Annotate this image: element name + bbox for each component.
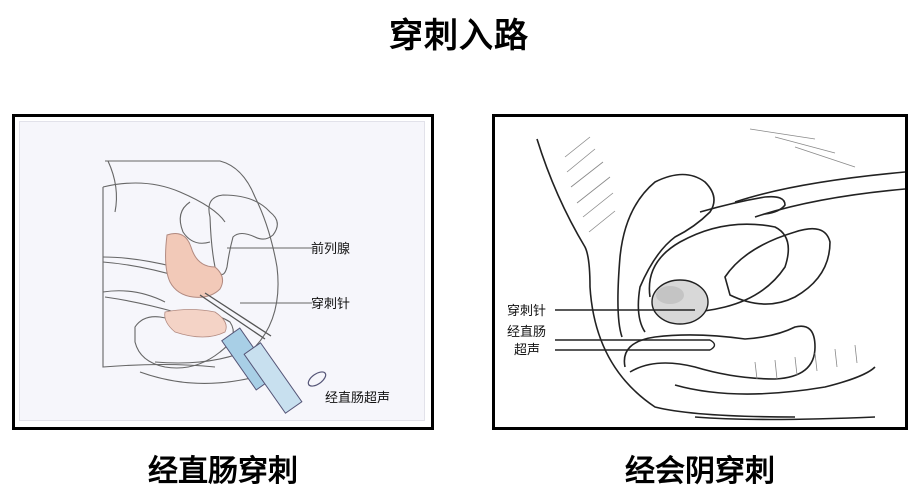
- label-transrectal-ultrasound: 经直肠超声: [325, 391, 391, 406]
- label-ultrasound-line2: 超声: [514, 343, 541, 358]
- prostate-shape: [651, 279, 709, 325]
- page-title: 穿刺入路: [389, 16, 529, 56]
- transperineal-diagram-frame: 穿刺针 经直肠 超声: [492, 114, 908, 430]
- prostate-shape: [164, 233, 227, 338]
- label-ultrasound-line1: 经直肠: [507, 325, 547, 340]
- transperineal-anatomy-illustration: [536, 128, 905, 421]
- caption-transrectal: 经直肠穿刺: [148, 454, 298, 489]
- label-prostate: 前列腺: [311, 242, 351, 257]
- label-needle: 穿刺针: [311, 297, 351, 312]
- transrectal-anatomy-illustration: [102, 160, 327, 414]
- caption-transperineal: 经会阴穿刺: [625, 454, 775, 489]
- diagram-background: [19, 121, 425, 421]
- label-needle: 穿刺针: [507, 304, 547, 319]
- ultrasound-probe: [199, 292, 327, 414]
- transrectal-diagram-frame: 前列腺 穿刺针 经直肠超声: [12, 114, 434, 430]
